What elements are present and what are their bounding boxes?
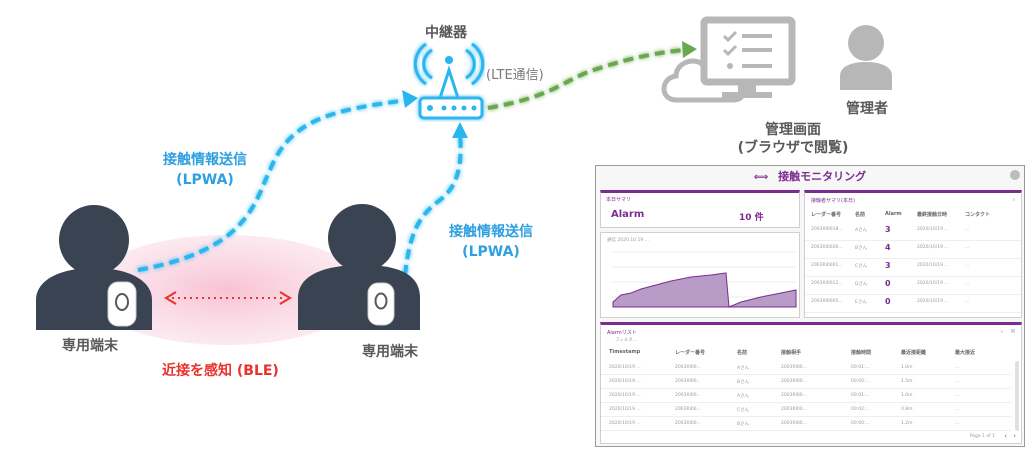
- monitoring-dashboard: ⟺ 接触モニタリング 本日サマリ Alarm 10 件 通信 2020.10.1…: [595, 165, 1025, 447]
- admin-label: 管理者: [846, 101, 888, 117]
- lpwa-arrow-left: [137, 98, 409, 272]
- lpwa-arrow-right: [403, 132, 463, 276]
- next-page-icon[interactable]: ›: [1013, 432, 1016, 440]
- table-row[interactable]: 2003RI0018... Aさん 3 2020/10/19 ... ...: [805, 223, 1021, 241]
- lpwa-arrowhead-right: [452, 122, 468, 138]
- alarm-search-icon[interactable]: ⌕: [1000, 330, 1003, 335]
- table-row[interactable]: 2020/10/19 ... 2003RI00... Aさん 2003RI00.…: [601, 389, 1011, 403]
- table-row[interactable]: 2020/10/19 ... 2003RI00... Cさん 2003RI00.…: [601, 403, 1011, 417]
- table-row[interactable]: 2003RI0026... Bさん 4 2020/10/19 ... ...: [805, 241, 1021, 259]
- summary-alarm-label: Alarm: [611, 209, 645, 220]
- alarm-list-title: Alarmリスト: [607, 330, 637, 336]
- browser-view-label: (ブラウザで閲覧): [737, 140, 849, 156]
- col-max[interactable]: 最大接近: [955, 350, 976, 356]
- ble-label: 近接を感知 (BLE): [162, 363, 279, 379]
- ble-arrowhead-right: [279, 291, 292, 305]
- trend-area: [612, 272, 797, 308]
- lte-arrow: [487, 48, 686, 110]
- lte-arrowhead: [682, 41, 697, 58]
- table-row[interactable]: 2020/10/19 ... 2003RI00... Bさん 2003RI00.…: [601, 417, 1011, 431]
- col-timestamp[interactable]: Timestamp: [609, 349, 641, 355]
- contact-search-icon[interactable]: ⌕: [1012, 198, 1015, 203]
- alarm-list-scrollbar[interactable]: [1015, 361, 1019, 431]
- send-label-left-line1: 接触情報送信: [163, 152, 247, 168]
- col-contact: コンタクト: [965, 212, 991, 218]
- chart-caption: 通信 2020.10.19 ...: [607, 238, 649, 243]
- table-row[interactable]: 2020/10/19 ... 2003RI00... Aさん 2003RI00.…: [601, 361, 1011, 375]
- send-label-right-line2: (LPWA): [462, 244, 520, 260]
- mgmt-screen-label: 管理画面: [765, 122, 821, 138]
- dashboard-logo-icon: ⟺: [753, 172, 769, 183]
- ble-arrowhead-left: [164, 291, 177, 305]
- table-row[interactable]: 2020/10/19 ... 2003RI00... Bさん 2003RI00.…: [601, 375, 1011, 389]
- contact-summary-header: レーダー番号 名前 Alarm 最終接触日時 コンタクト: [805, 211, 1021, 221]
- relay-label: 中継器: [425, 25, 467, 41]
- management-screen-icon: [700, 16, 796, 98]
- send-label-left: 接触情報送信 (LPWA): [150, 150, 260, 190]
- pagination-text: Page 1 of 1: [969, 434, 995, 439]
- col-person[interactable]: 名前: [737, 350, 748, 356]
- alarm-list-header: Timestamp レーダー番号 名前 接触相手 接触時間 最近接距離 最大接近: [601, 349, 1021, 359]
- dashboard-close-icon[interactable]: [1010, 170, 1020, 180]
- relay-router-icon: [413, 42, 485, 120]
- alarm-download-icon[interactable]: ▤: [1010, 329, 1015, 334]
- summary-title: 本日サマリ: [606, 197, 632, 203]
- admin-person-icon: [840, 25, 892, 90]
- col-alarm: Alarm: [885, 211, 902, 217]
- device-right-icon: [367, 282, 395, 326]
- prev-page-icon[interactable]: ‹: [1004, 432, 1007, 440]
- send-label-right: 接触情報送信 (LPWA): [436, 222, 546, 262]
- device-left-icon: [107, 281, 137, 327]
- send-label-right-line1: 接触情報送信: [449, 224, 533, 240]
- contact-summary-title: 接触者サマリ(本日): [811, 198, 855, 204]
- table-row[interactable]: 2003RI0012... Dさん 0 2020/10/19 ... ...: [805, 277, 1021, 295]
- table-row[interactable]: 2003RI0001... Cさん 3 2020/10/19 ... ...: [805, 259, 1021, 277]
- col-last: 最終接触日時: [917, 212, 948, 218]
- alarm-list-filter[interactable]: フィルタ...: [615, 338, 638, 343]
- col-radar: レーダー番号: [811, 212, 842, 218]
- ble-range-ellipse: [87, 235, 367, 345]
- terminal-left-label: 専用端末: [62, 338, 118, 354]
- lpwa-arrowhead-left: [402, 90, 418, 108]
- dashboard-title: ⟺ 接触モニタリング: [596, 166, 1024, 188]
- contact-summary-panel: 接触者サマリ(本日) ⌕ レーダー番号 名前 Alarm 最終接触日時 コンタク…: [804, 190, 1022, 318]
- trend-chart-panel: 通信 2020.10.19 ...: [600, 232, 800, 318]
- lte-label: (LTE通信): [486, 68, 544, 83]
- summary-panel: 本日サマリ Alarm 10 件: [600, 190, 800, 228]
- dashboard-title-text: 接触モニタリング: [778, 170, 867, 183]
- col-duration[interactable]: 接触時間: [851, 350, 872, 356]
- trend-chart: [611, 251, 797, 308]
- terminal-right-label: 専用端末: [362, 344, 418, 360]
- col-partner[interactable]: 接触相手: [781, 350, 802, 356]
- send-label-left-line2: (LPWA): [176, 172, 234, 188]
- col-radar-no[interactable]: レーダー番号: [675, 350, 706, 356]
- summary-alarm-value: 10 件: [739, 213, 764, 223]
- table-row[interactable]: 2003RI0005... Eさん 0 2020/10/19 ... ...: [805, 295, 1021, 313]
- col-distance[interactable]: 最近接距離: [901, 350, 927, 356]
- col-name: 名前: [855, 212, 866, 218]
- alarm-list-panel: Alarmリスト フィルタ... ⌕ ▤ Timestamp レーダー番号 名前…: [600, 322, 1022, 444]
